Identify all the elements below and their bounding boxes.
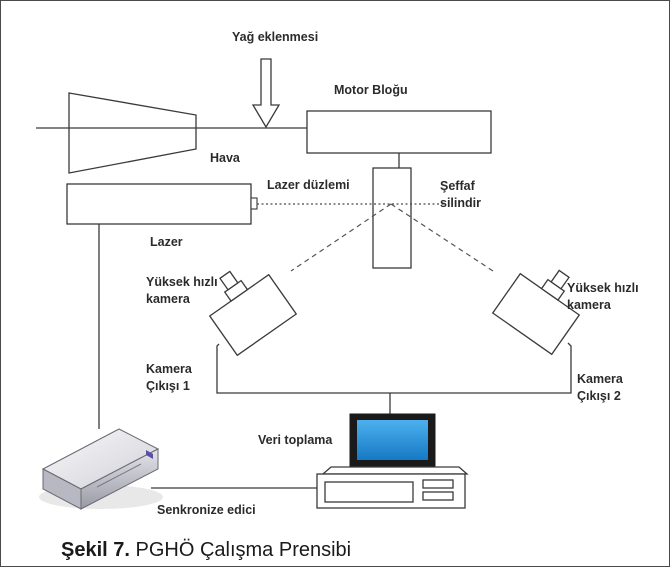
camera-output-wiring [216,342,572,394]
label-right-camera-1: Yüksek hızlı [567,281,639,295]
label-camera-output-1b: Çıkışı 1 [146,379,190,393]
label-data-acquisition: Veri toplama [258,433,333,447]
right-camera-icon [491,269,581,356]
label-camera-output-2b: Çıkışı 2 [577,389,621,403]
left-camera-icon [208,270,298,357]
label-transparent-cylinder-2: silindir [440,196,481,210]
motor-block [306,110,492,154]
monitor-icon [349,413,436,467]
figure-caption: Şekil 7. PGHÖ Çalışma Prensibi [61,539,351,562]
label-oil-addition: Yağ eklenmesi [232,30,318,44]
air-intake [68,92,197,174]
label-camera-output-2a: Kamera [577,372,624,386]
left-camera-view [290,203,392,272]
laser-aperture [250,197,258,210]
caption-prefix: Şekil 7. [61,539,130,561]
label-left-camera-2: kamera [146,292,191,306]
oil-arrow-icon [251,58,281,129]
transparent-cylinder [372,167,412,269]
label-laser-plane: Lazer düzlemi [267,178,350,192]
label-transparent-cylinder-1: Şeffaf [440,179,476,193]
right-camera-view [390,203,494,272]
laser-box [66,183,252,225]
label-left-camera-1: Yüksek hızlı [146,275,218,289]
caption-text: PGHÖ Çalışma Prensibi [129,539,352,561]
computer-base-icon [316,466,469,509]
label-motor-block: Motor Bloğu [334,83,408,97]
label-camera-output-1a: Kamera [146,362,193,376]
label-laser: Lazer [150,235,183,249]
label-right-camera-2: kamera [567,298,612,312]
label-synchronizer: Senkronize edici [157,503,256,517]
label-air: Hava [210,151,241,165]
synchronizer-icon [39,428,163,510]
